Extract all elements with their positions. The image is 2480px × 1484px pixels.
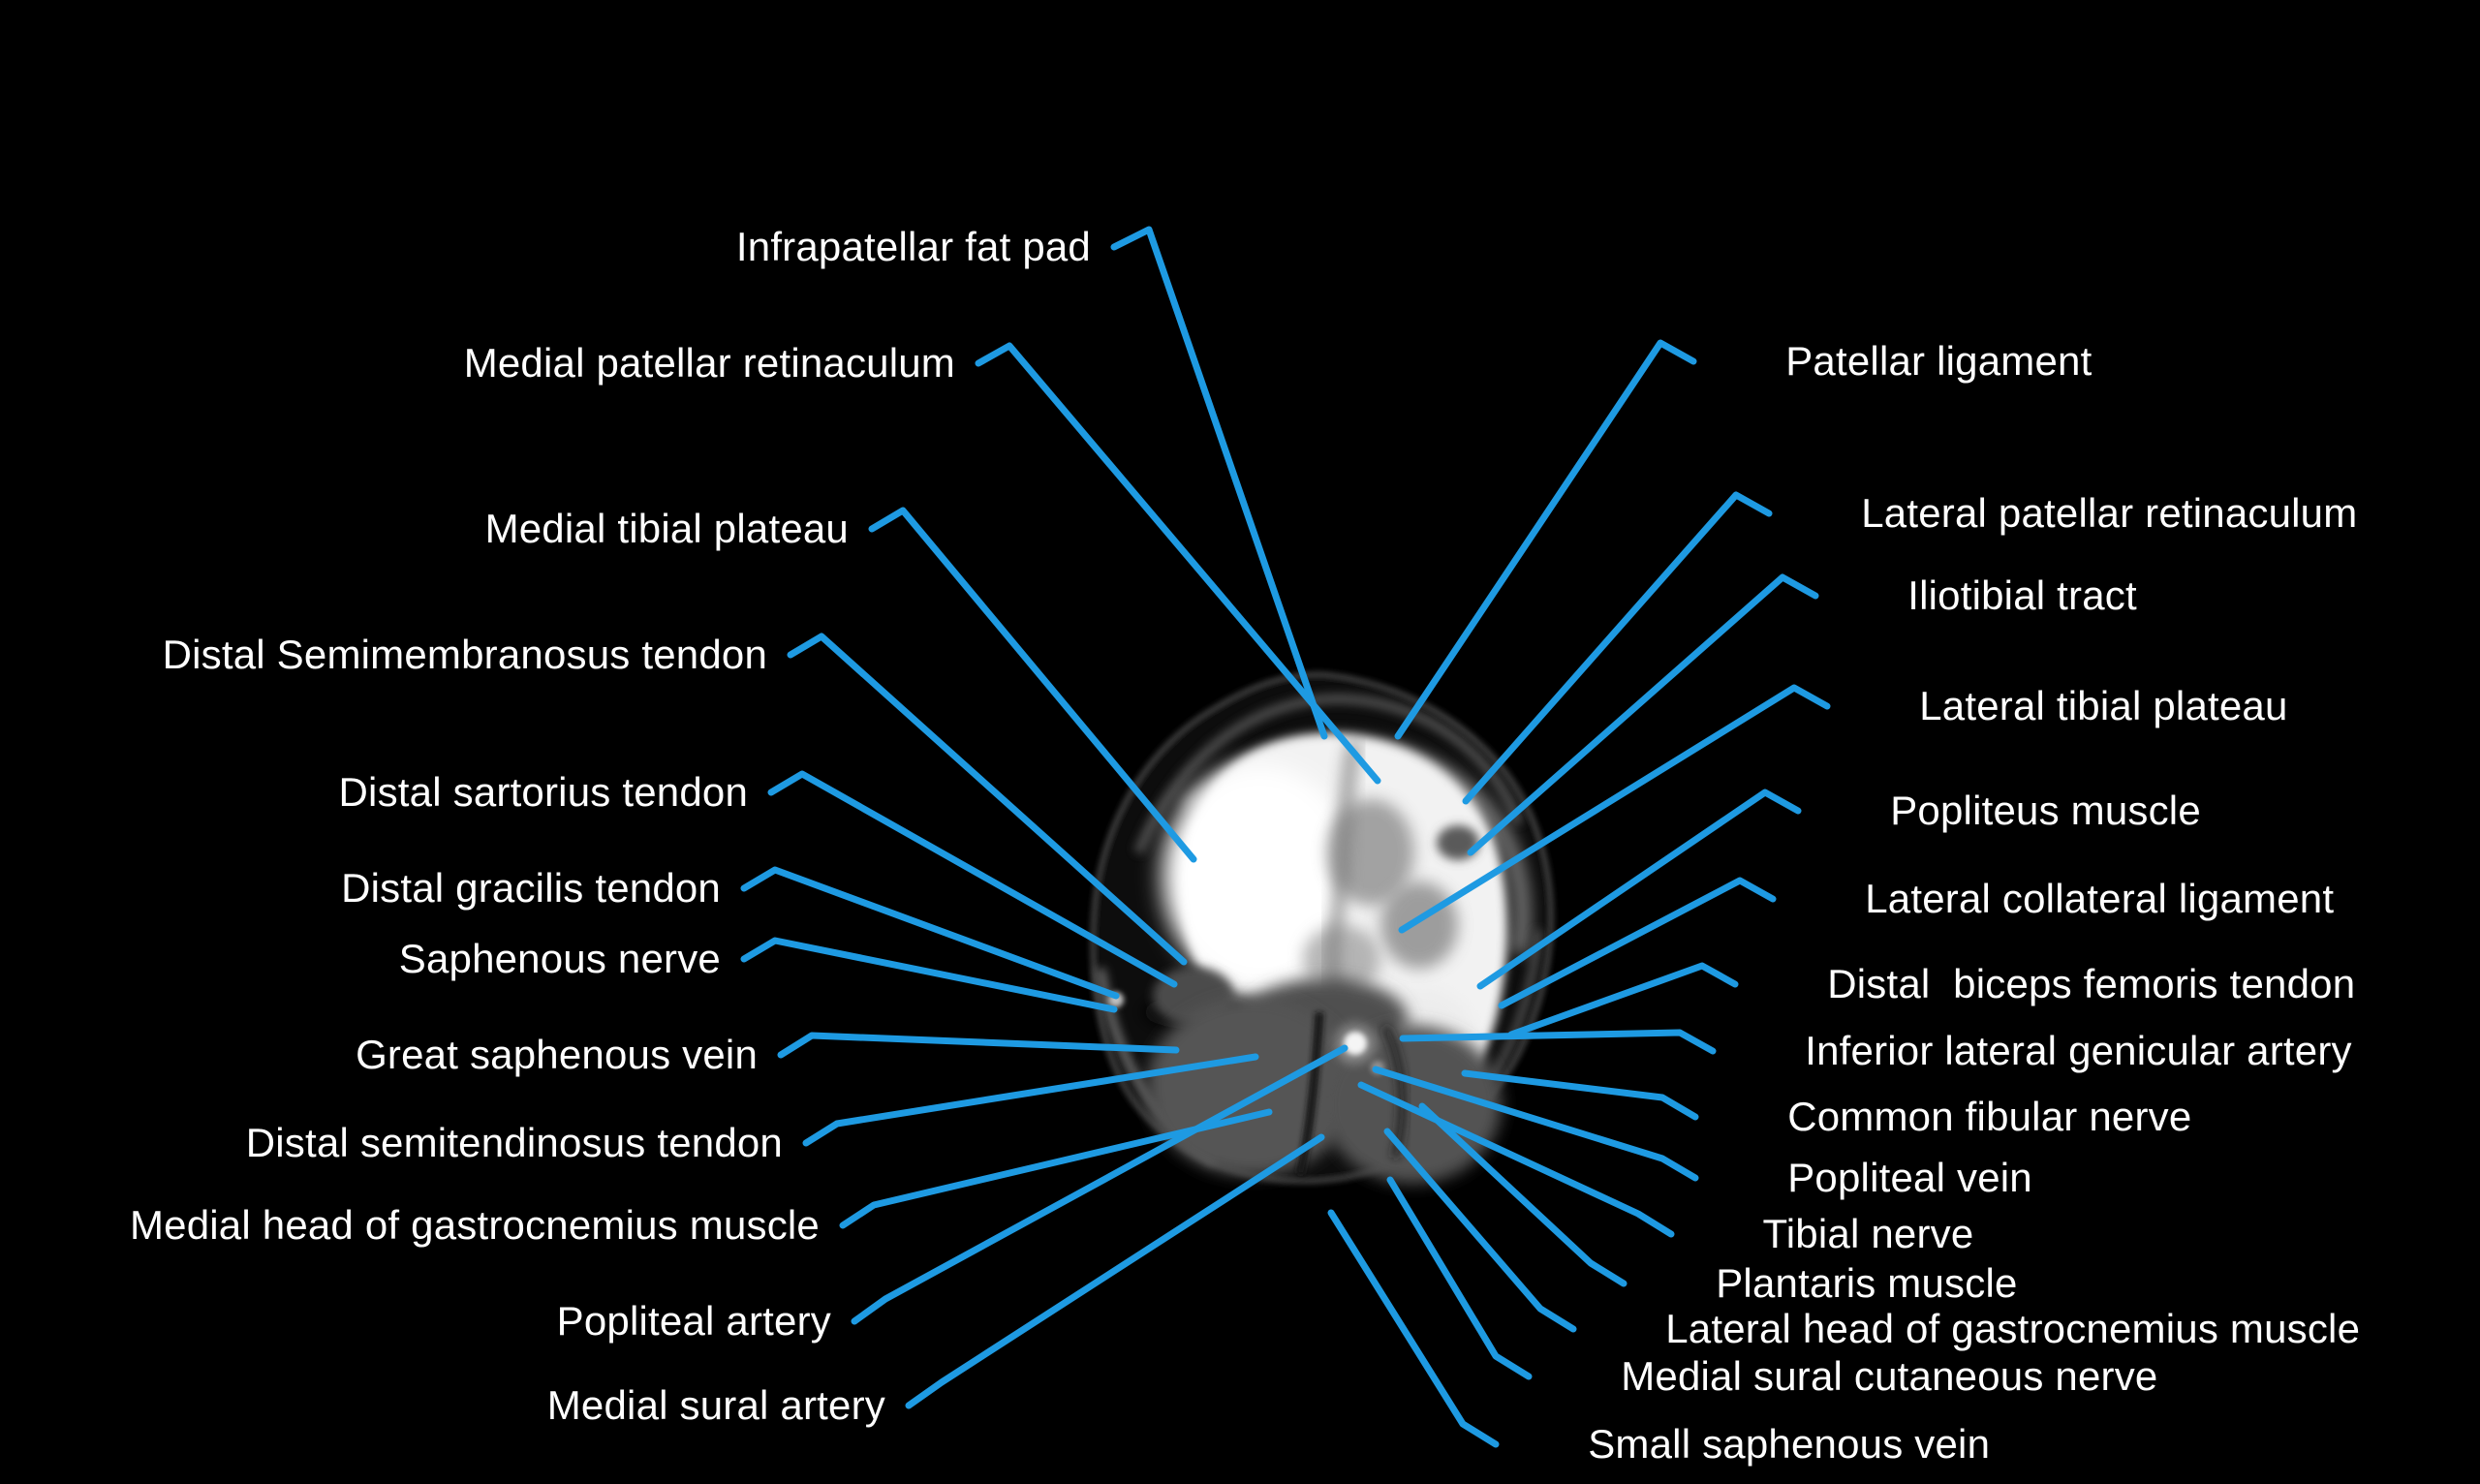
leader-line-medial-patellar-retinaculum (975, 342, 1381, 785)
leader-line-distal-sartorius-tendon (767, 770, 1178, 988)
leader-line-small-saphenous-vein (1327, 1209, 1500, 1448)
leader-line-medial-head-of-gastrocnemius-muscle (839, 1108, 1273, 1229)
leader-line-tibial-nerve (1357, 1081, 1675, 1238)
leader-line-common-fibular-nerve (1461, 1069, 1699, 1121)
leader-line-medial-tibial-plateau (868, 507, 1197, 863)
leader-line-infrapatellar-fat-pad (1110, 226, 1328, 740)
leader-line-saphenous-nerve (740, 937, 1118, 1013)
leader-line-popliteus-muscle (1476, 788, 1802, 990)
leader-line-popliteal-vein (1372, 1066, 1699, 1182)
leader-line-patellar-ligament (1394, 339, 1697, 740)
leader-line-iliotibial-tract (1467, 573, 1819, 856)
leader-line-inferior-lateral-genicular-artery (1399, 1029, 1717, 1055)
leader-line-distal-gracilis-tendon (740, 866, 1120, 1000)
popliteal-artery-dot (1344, 1032, 1367, 1055)
leader-line-plantaris-muscle (1418, 1102, 1628, 1287)
leader-line-distal-semimembranosus-tendon (787, 633, 1188, 966)
leader-line-popliteal-artery (851, 1044, 1348, 1325)
leader-line-distal-biceps-femoris-tendon (1507, 962, 1739, 1038)
leader-line-lateral-collateral-ligament (1498, 877, 1777, 1009)
leader-line-lateral-tibial-plateau (1398, 684, 1831, 934)
leader-line-great-saphenous-vein (777, 1032, 1180, 1059)
leader-line-lateral-head-of-gastrocnemius-muscle (1383, 1128, 1577, 1333)
leader-line-distal-semitendinosus-tendon (802, 1053, 1259, 1147)
leader-line-lateral-patellar-retinaculum (1462, 491, 1773, 805)
leader-line-medial-sural-cutaneous-nerve (1386, 1176, 1533, 1380)
leader-line-medial-sural-artery (905, 1133, 1325, 1409)
